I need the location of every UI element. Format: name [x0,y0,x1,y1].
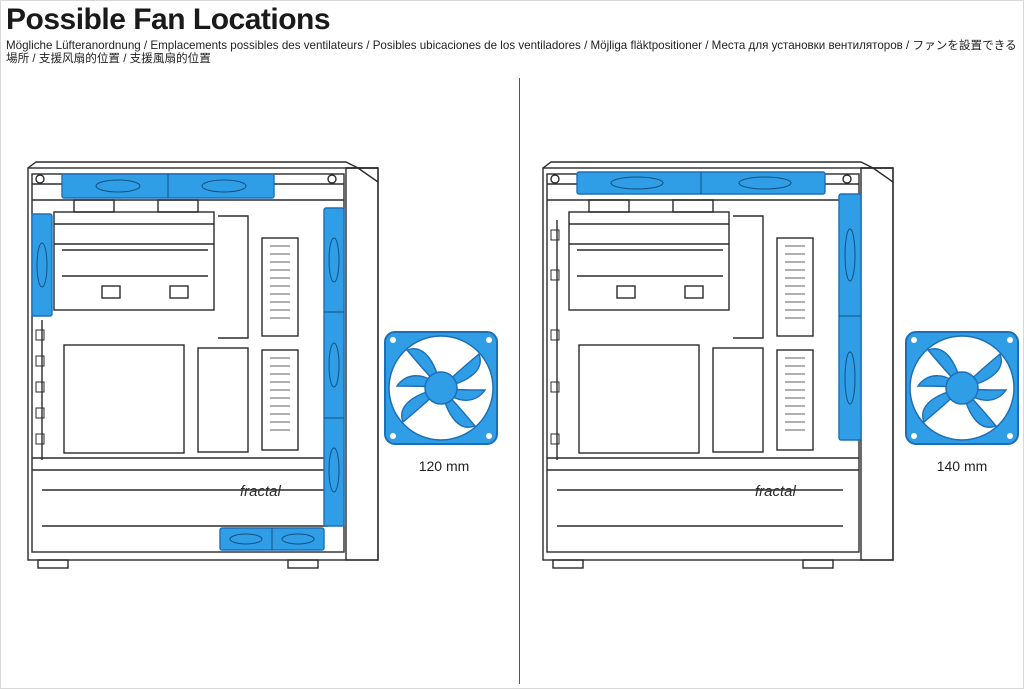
fan-120mm-label: 120 mm [418,458,470,474]
case-140mm-drawing: fractal [542,161,894,569]
fan-120mm-icon [383,330,499,451]
column-divider [519,78,520,684]
page-subtitle: Mögliche Lüfteranordnung / Emplacements … [6,39,1017,65]
case-120mm-drawing: fractal [27,161,379,569]
page-title: Possible Fan Locations [6,3,331,36]
case-diagram-120mm: fractal [18,160,388,572]
case-diagram-140mm: fractal [533,160,903,572]
right-brand-logo: fractal [755,483,797,500]
fan-140mm-icon [904,330,1020,451]
fan-140mm-label: 140 mm [936,458,988,474]
left-brand-logo: fractal [240,483,282,500]
